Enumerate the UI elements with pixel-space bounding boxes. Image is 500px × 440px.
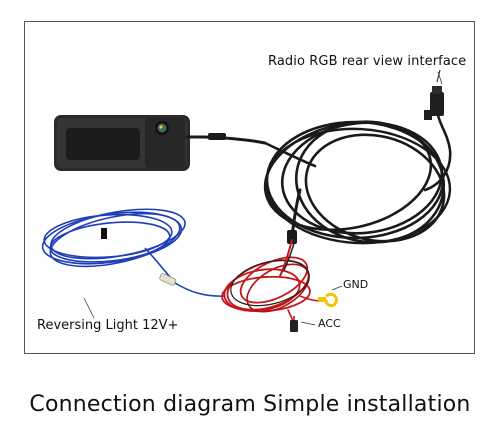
diagram-frame (24, 21, 475, 354)
page-caption: Connection diagram Simple installation (29, 392, 471, 417)
rear-camera-handle (54, 115, 190, 171)
red-power-wires (221, 239, 326, 329)
gnd-terminal (318, 292, 338, 308)
gnd-label: GND (343, 278, 369, 291)
radio-interface-label: Radio RGB rear view interface (268, 54, 467, 69)
reversing-light-label: Reversing Light 12V+ (37, 318, 179, 333)
main-video-cable (185, 113, 452, 245)
label-pointers (83, 71, 443, 326)
acc-label: ACC (318, 317, 341, 330)
inline-fuse (159, 273, 177, 286)
blue-reversing-wire (41, 208, 226, 297)
radio-connector (424, 69, 444, 120)
acc-connector (290, 316, 298, 332)
